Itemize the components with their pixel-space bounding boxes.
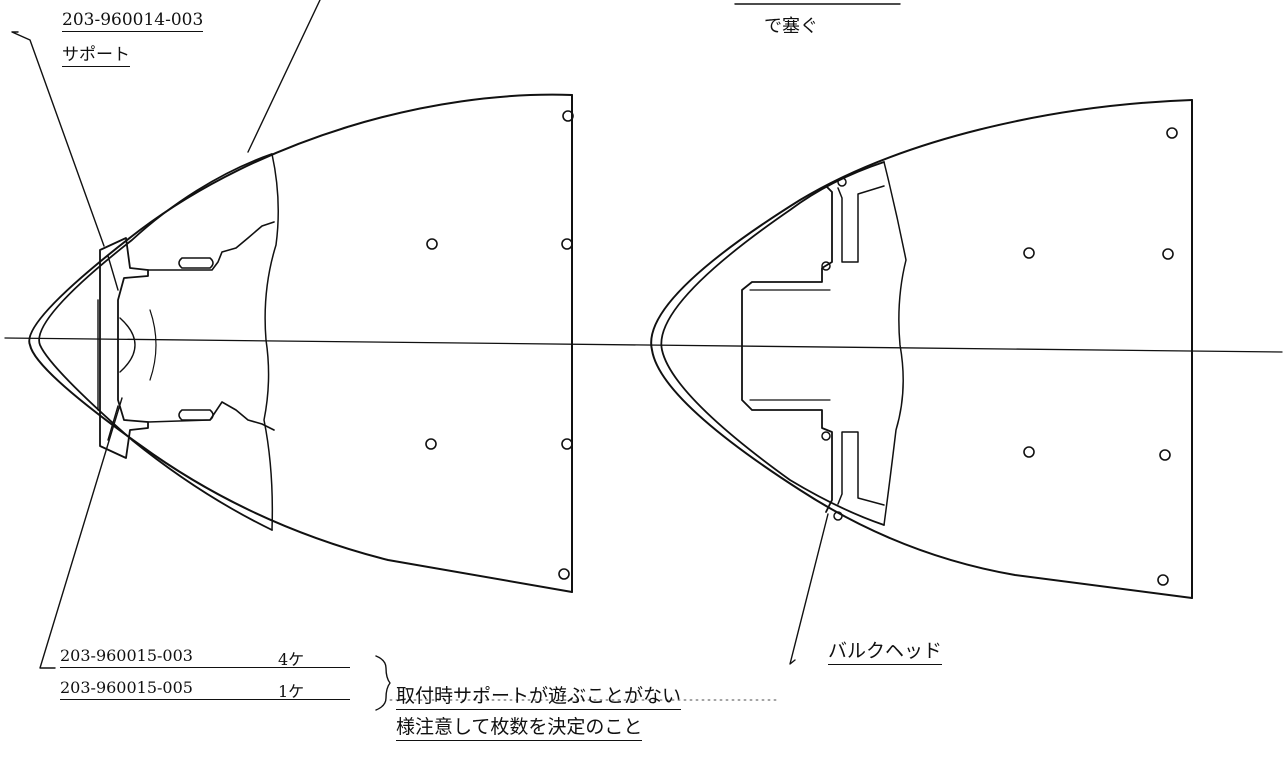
mounting-note-line-2: 様注意して枚数を決定のこと: [396, 712, 643, 741]
right-inner-skin: [660, 161, 885, 526]
right-outer-skin: [650, 99, 1193, 599]
left-lower-flange: [147, 401, 275, 431]
right-hole: [1162, 248, 1174, 260]
bracket-brace: [375, 655, 391, 711]
mounting-note-line-1: 取付時サポートが遊ぶことがない: [396, 681, 682, 710]
left-upper-flange: [147, 221, 275, 271]
left-outer-skin: [28, 93, 573, 593]
left-hole: [561, 238, 573, 250]
left-hole: [426, 238, 438, 250]
bottom-qty-2: 1ケ: [278, 682, 305, 701]
left-inner-skin: [38, 153, 273, 531]
left-hole: [561, 438, 573, 450]
right-break-line: [883, 161, 907, 526]
right-hole: [1157, 574, 1169, 586]
center-line: [4, 337, 1283, 353]
right-rivet: [821, 261, 831, 271]
left-hole: [562, 110, 574, 122]
leader-top-skin: [247, 0, 321, 153]
right-bulkhead: [741, 185, 833, 513]
leader-support-top: [11, 31, 105, 247]
right-rivet: [821, 431, 831, 441]
left-hole: [558, 568, 570, 580]
left-hole: [425, 438, 437, 450]
left-support-lens: [119, 317, 136, 373]
left-nose-section: [28, 93, 574, 593]
top-part-name: サポート: [62, 40, 130, 67]
top-part-number: 203-960014-003: [62, 10, 204, 32]
leader-bulkhead: [789, 513, 829, 665]
bottom-part-row-1: 203-960015-003 4ケ: [60, 646, 350, 669]
leader-support-bottom: [39, 397, 123, 669]
left-lower-slot: [178, 409, 214, 421]
bottom-qty-1: 4ケ: [278, 650, 305, 669]
left-break-line: [263, 153, 279, 531]
right-nose-section: [650, 99, 1193, 599]
top-note: で塞ぐ: [764, 16, 818, 37]
left-support-bracket: [99, 237, 149, 459]
right-hole: [1023, 446, 1035, 458]
bulkhead-label: バルクヘッド: [828, 636, 943, 665]
right-hole: [1166, 127, 1178, 139]
bottom-part-number-1: 203-960015-003: [60, 646, 193, 665]
left-upper-slot: [178, 257, 214, 269]
right-rivet: [837, 177, 847, 187]
right-hole: [1023, 247, 1035, 259]
bottom-part-row-2: 203-960015-005 1ケ: [60, 678, 350, 701]
bottom-part-number-2: 203-960015-005: [60, 678, 193, 697]
right-rivet: [833, 511, 843, 521]
right-hole: [1159, 449, 1171, 461]
